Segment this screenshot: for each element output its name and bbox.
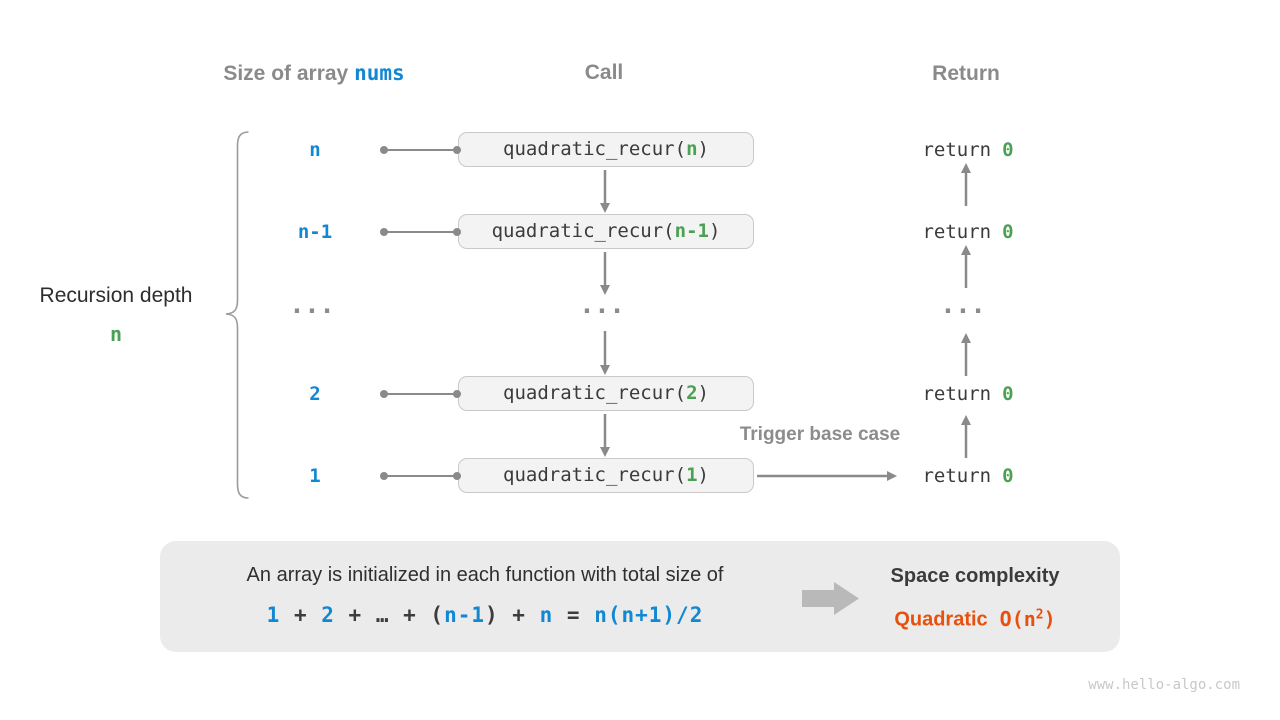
- call-box-1: quadratic_recur(1): [458, 458, 754, 493]
- return-ellipsis: ...: [943, 291, 989, 319]
- call-text: quadratic_recur(n): [503, 138, 709, 160]
- trigger-base-case-label: Trigger base case: [739, 424, 901, 445]
- formula-segment: + (: [389, 603, 445, 627]
- return-keyword: return: [922, 465, 992, 487]
- return-label-row-1: return 0: [868, 463, 1068, 489]
- return-value: 0: [1002, 383, 1014, 405]
- call-box-n: quadratic_recur(n): [458, 132, 754, 167]
- call-arg: 1: [686, 464, 698, 486]
- header-nums-code: nums: [354, 61, 405, 85]
- call-arg: n-1: [674, 220, 709, 242]
- call-prefix: quadratic_recur(: [503, 464, 687, 486]
- size-label-n: n: [309, 139, 321, 161]
- return-keyword: return: [922, 221, 992, 243]
- size-label-n-1: n-1: [297, 221, 333, 243]
- call-text: quadratic_recur(1): [503, 464, 709, 486]
- call-ellipsis: ...: [582, 291, 628, 319]
- header-return: Return: [932, 62, 1000, 85]
- formula-segment: 2: [321, 603, 335, 627]
- big-o-exponent: 2: [1035, 607, 1044, 622]
- call-box-n-1: quadratic_recur(n-1): [458, 214, 754, 249]
- header-call: Call: [584, 61, 624, 84]
- big-o-suffix: ): [1043, 606, 1056, 631]
- space-complexity-value: Quadratic O(n2): [850, 601, 1100, 634]
- space-complexity-title: Space complexity: [890, 565, 1060, 587]
- complexity-name: Quadratic: [894, 608, 988, 631]
- call-box-2: quadratic_recur(2): [458, 376, 754, 411]
- return-value: 0: [1002, 221, 1014, 243]
- call-prefix: quadratic_recur(: [503, 138, 687, 160]
- formula-segment: 1: [266, 603, 281, 627]
- call-prefix: quadratic_recur(: [503, 382, 687, 404]
- size-label-1: 1: [309, 465, 321, 487]
- call-suffix: ): [697, 464, 709, 486]
- formula-segment: +: [280, 603, 322, 627]
- header-size-of-array: Size of array nums: [164, 60, 464, 87]
- return-label-row-2: return 0: [868, 381, 1068, 407]
- size-label-2: 2: [309, 383, 321, 405]
- call-arg: 2: [686, 382, 698, 404]
- formula-segment: +: [334, 603, 376, 627]
- call-suffix: ): [708, 220, 721, 242]
- summary-panel: An array is initialized in each function…: [160, 541, 1120, 652]
- return-label-row-n: return 0: [868, 137, 1068, 163]
- call-suffix: ): [697, 382, 709, 404]
- recursion-depth-value: n: [109, 322, 123, 346]
- formula-segment: …: [375, 603, 390, 627]
- big-o-notation: O(n2): [1000, 607, 1056, 631]
- formula-segment: n-1: [444, 603, 486, 627]
- call-prefix: quadratic_recur(: [491, 220, 675, 242]
- big-right-arrow-icon: [802, 582, 859, 615]
- header-size-of-array-label: Size of array: [223, 62, 355, 85]
- summary-formula: 1 + 2 + … + (n-1) + n = n(n+1)/2: [190, 600, 780, 630]
- size-ellipsis: ...: [292, 291, 338, 319]
- return-keyword: return: [922, 383, 992, 405]
- call-text: quadratic_recur(n-1): [492, 220, 721, 242]
- formula-segment: =: [553, 603, 595, 627]
- call-text: quadratic_recur(2): [503, 382, 709, 404]
- summary-text: An array is initialized in each function…: [246, 564, 724, 586]
- recursion-depth-label: Recursion depth: [39, 284, 193, 307]
- watermark: www.hello-algo.com: [1088, 677, 1240, 693]
- call-suffix: ): [697, 138, 709, 160]
- return-label-row-n-1: return 0: [868, 219, 1068, 245]
- call-arg: n: [686, 138, 698, 160]
- size-to-call-connectors: [380, 146, 461, 480]
- big-o-prefix: O(n: [999, 606, 1036, 631]
- return-value: 0: [1002, 465, 1014, 487]
- formula-segment: ) +: [485, 603, 540, 627]
- return-keyword: return: [922, 139, 992, 161]
- brace-icon: [225, 131, 249, 499]
- return-value: 0: [1002, 139, 1014, 161]
- formula-segment: n: [539, 603, 554, 627]
- formula-segment: n(n+1)/2: [594, 603, 704, 627]
